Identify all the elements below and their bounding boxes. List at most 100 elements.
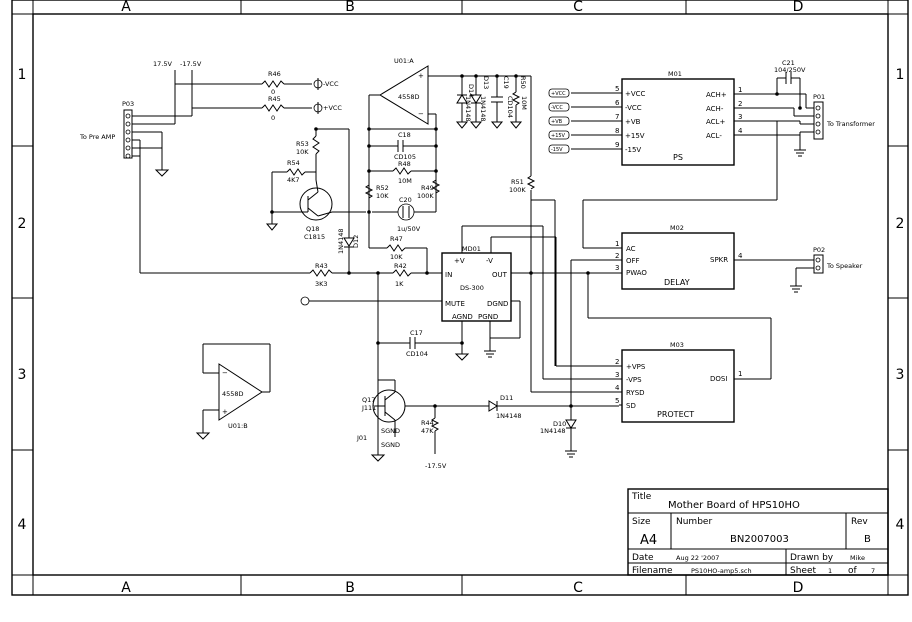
- m01-pin-number: 7: [615, 113, 619, 121]
- u01b-ref: U01:B: [228, 422, 248, 430]
- r47-ref: R47: [390, 235, 403, 243]
- d11-ref: D11: [500, 394, 513, 402]
- c21-ref: C21: [782, 59, 795, 67]
- svg-text:−: −: [222, 369, 228, 377]
- date-value: Aug 22 '2007: [676, 554, 719, 562]
- sgnd-label-1: SGND: [381, 427, 400, 435]
- zone-col-b-top: B: [345, 0, 355, 15]
- c17-ref: C17: [410, 329, 423, 337]
- size-value: A4: [640, 533, 657, 548]
- r42-resistor: [392, 269, 412, 277]
- r50-resistor: [511, 91, 521, 106]
- r46-value: 0: [271, 88, 275, 96]
- d13-diode: [470, 94, 482, 104]
- u01a-opamp-group: + − 4558D U01:A C18 CD105 R48 10M R52 10…: [364, 57, 449, 446]
- m01-right-pin-name: ACL+: [706, 118, 725, 126]
- m01-module: M01 PS: [621, 70, 735, 166]
- r48-ref: R48: [398, 160, 411, 168]
- title-label: Title: [631, 492, 652, 502]
- m01-box: [621, 78, 735, 166]
- q18-ref: Q18: [306, 225, 319, 233]
- m03-pin-name: SD: [626, 402, 636, 410]
- r53-ref: R53: [296, 140, 309, 148]
- p03-label: P03: [122, 100, 134, 108]
- r50-ref: R50: [519, 76, 527, 89]
- m03-pin-name: RYSD: [626, 389, 645, 397]
- m02-pin-number: 3: [615, 264, 619, 272]
- zone-col-c-bottom: C: [573, 580, 583, 596]
- u01b-opamp-group: − + 4558D U01:B: [195, 343, 271, 440]
- number-label: Number: [676, 517, 712, 527]
- m03-pin-number: 4: [615, 384, 620, 392]
- zone-row-2-left: 2: [18, 216, 27, 232]
- md01-pin-pgnd: PGND: [478, 313, 498, 321]
- r46-ref: R46: [268, 70, 281, 78]
- vcc-b-label: +VCC: [323, 104, 342, 112]
- power-tag-label: -15V: [551, 147, 563, 153]
- u01a-opamp: [379, 65, 429, 125]
- to-pre-amp-label: To Pre AMP: [79, 133, 115, 141]
- m02-pin-number: 2: [615, 252, 619, 260]
- m02-pin-spkr: SPKR: [710, 256, 728, 264]
- r52-value: 10K: [376, 192, 389, 200]
- j01-label: J01: [356, 434, 367, 442]
- r43-resistor: [309, 269, 333, 277]
- q18-body: [299, 187, 333, 221]
- p01-label: P01: [813, 93, 825, 101]
- d10-diode: [565, 419, 577, 429]
- d10-value: 1N4148: [540, 427, 566, 435]
- m02-box: [621, 232, 735, 290]
- m01-right-pin-name: ACH-: [706, 105, 724, 113]
- m01-name: PS: [673, 153, 683, 162]
- zone-col-d-bottom: D: [793, 580, 804, 596]
- r52-resistor: [364, 184, 374, 199]
- p03-wiring: 17.5V -17.5V: [132, 60, 202, 273]
- r46-resistor: [261, 80, 285, 88]
- mute-terminal: [300, 296, 310, 306]
- q17-value: J111: [361, 404, 376, 412]
- m01-pin-name: +VB: [625, 118, 641, 126]
- m01-power-tags: +VCC-VCC+VB+15V-15V: [548, 88, 570, 154]
- title-block: Title Mother Board of HPS10HO Size A4 Nu…: [627, 488, 889, 576]
- date-label: Date: [632, 553, 654, 563]
- d13-value: 1N4148: [479, 96, 487, 122]
- q17-jfet-group: Q17 J111 J01 SGND SGND R44 47K -17.5V: [356, 379, 489, 470]
- m01-right-pin-name: ACH+: [706, 91, 727, 99]
- power-tag-label: +15V: [551, 133, 566, 139]
- zone-col-b-bottom: B: [345, 580, 355, 596]
- c18-value: CD105: [394, 153, 416, 161]
- c17-value: CD104: [406, 350, 428, 358]
- d11-value: 1N4148: [496, 412, 522, 420]
- border-frame: [11, 0, 909, 596]
- r52-ref: R52: [376, 184, 389, 192]
- md01-pin-neg: -V: [486, 257, 493, 265]
- power-tag: [548, 116, 570, 126]
- m02-num-spkr: 4: [738, 252, 743, 260]
- u01b-part: 4558D: [222, 390, 244, 398]
- zone-row-3-right: 3: [896, 367, 905, 383]
- to-transformer-label: To Transformer: [826, 120, 875, 128]
- m02-name: DELAY: [664, 278, 690, 287]
- m03-pin-name: -VPS: [626, 376, 642, 384]
- m03-pin-number: 2: [615, 358, 619, 366]
- m01-pin-number: 5: [615, 85, 619, 93]
- power-tag: [548, 102, 570, 112]
- q17-ref: Q17: [362, 396, 375, 404]
- m01-right-pin-name: ACL-: [706, 132, 722, 140]
- zone-row-4-right: 4: [896, 517, 905, 533]
- r54-resistor: [286, 168, 306, 176]
- md01-pin-mute: MUTE: [445, 300, 465, 308]
- d12-diode: [343, 237, 355, 247]
- c20-value: 1u/50V: [397, 225, 421, 233]
- rev-label: Rev: [851, 517, 868, 527]
- md01-name: DS-300: [460, 284, 484, 292]
- c20-ref: C20: [399, 196, 412, 204]
- md01-pin-in: IN: [445, 271, 452, 279]
- d13-d14-c19-r50-group: D14 1N4148 D13 1N4148 C19 CD104 R50 10M …: [449, 74, 556, 366]
- filename-label: Filename: [632, 566, 673, 576]
- zone-row-1-left: 1: [18, 67, 27, 83]
